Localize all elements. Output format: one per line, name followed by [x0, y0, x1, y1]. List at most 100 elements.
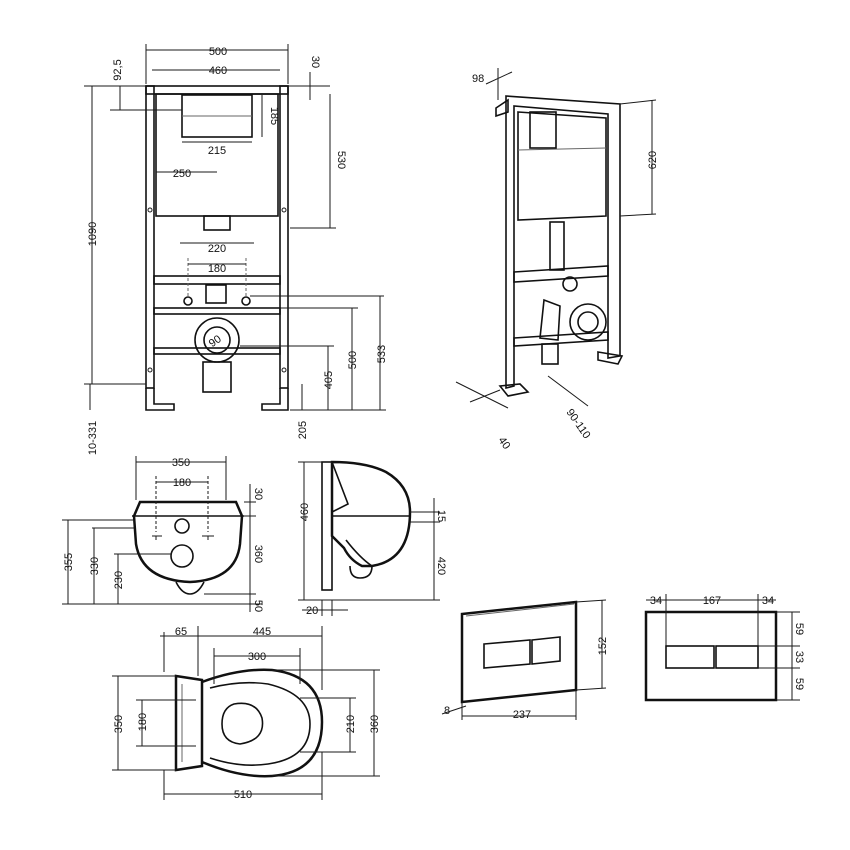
dim-180-front: 180 [173, 477, 191, 489]
dim-167: 167 [703, 595, 721, 607]
dim-205: 205 [297, 421, 309, 439]
dim-152: 152 [597, 637, 609, 655]
dim-250: 250 [173, 168, 191, 180]
dim-180-top: 180 [137, 713, 149, 731]
side-wall-plate [321, 461, 333, 591]
iso-drain-inner [577, 311, 599, 333]
plate-iso-face [460, 600, 578, 704]
iso-water-inlet [562, 276, 578, 292]
iso-crossbar-lower [513, 331, 609, 347]
dim-330: 330 [89, 557, 101, 575]
dim-20: 20 [306, 605, 318, 617]
bowl-front-view: 350 180 30 355 330 230 360 50 [62, 456, 264, 612]
drain-outlet-inner [203, 326, 231, 354]
dim-90: 90 [207, 333, 224, 350]
bowl-side-view: 460 15 420 20 [298, 460, 447, 617]
dim-350-top: 350 [113, 715, 125, 733]
dim-90-110: 90-110 [564, 407, 593, 441]
frame-crossbar-upper [153, 275, 281, 285]
dim-98: 98 [472, 73, 484, 85]
bowl-drain-top [221, 702, 264, 745]
dim-237: 237 [513, 709, 531, 721]
iso-top-bracket [495, 98, 509, 118]
iso-crossbar-upper [513, 265, 609, 283]
dim-230: 230 [113, 571, 125, 589]
dim-185: 185 [268, 107, 280, 125]
dim-460: 460 [209, 65, 227, 77]
dim-500: 500 [209, 46, 227, 58]
plate-iso-button-right [531, 636, 561, 665]
plate-front-face [644, 610, 778, 702]
frame-top-bar [145, 85, 289, 95]
dim-210: 210 [345, 715, 357, 733]
flush-plate-front: 34 167 34 59 33 59 [644, 594, 805, 702]
dim-360-top: 360 [369, 715, 381, 733]
dim-50: 50 [252, 600, 264, 612]
iso-foot-left [498, 383, 530, 397]
iso-flush-pipe [549, 221, 565, 271]
iso-cistern [517, 111, 607, 221]
foot-left [145, 388, 175, 411]
frame-left-upright [145, 85, 155, 389]
dim-300: 300 [248, 651, 266, 663]
drain-hole [170, 544, 194, 568]
plate-front-button-right [715, 645, 759, 669]
dim-530: 530 [335, 151, 347, 169]
dim-65: 65 [175, 626, 187, 638]
dim-34-right: 34 [762, 595, 774, 607]
dim-350: 350 [172, 457, 190, 469]
flush-pipe [203, 215, 231, 231]
iso-drain-pipe [541, 343, 559, 365]
plate-front-button-left [665, 645, 715, 669]
dim-420: 420 [435, 557, 447, 575]
dim-360-front: 360 [252, 545, 264, 563]
dim-215: 215 [208, 145, 226, 157]
dim-8: 8 [444, 705, 450, 717]
dim-620: 620 [647, 151, 659, 169]
flush-plate-isometric: 152 237 8 [441, 599, 609, 721]
dim-34-left: 34 [650, 595, 662, 607]
iso-foot-right [597, 351, 624, 365]
plate-iso-button-left [483, 639, 531, 669]
dim-59-top: 59 [793, 623, 805, 635]
iso-elbow [539, 298, 561, 341]
foot-right [261, 388, 289, 411]
bowl-top-outline [201, 668, 324, 778]
iso-drain-outer [569, 303, 607, 341]
water-inlet [205, 284, 227, 304]
dim-92-5: 92,5 [112, 59, 124, 80]
stud-right [241, 296, 251, 306]
iso-service-opening [529, 111, 557, 149]
dim-510: 510 [234, 789, 252, 801]
dim-460-side: 460 [299, 503, 311, 521]
dim-40: 40 [496, 435, 513, 452]
dim-10-331: 10-331 [87, 421, 99, 455]
drain-pipe [202, 361, 232, 393]
frame-crossbar-middle [153, 307, 281, 315]
dim-1090: 1090 [87, 222, 99, 246]
bowl-top-view: 65 445 300 350 180 210 360 510 [112, 626, 381, 801]
dim-500-right: 500 [347, 351, 359, 369]
dim-33: 33 [793, 651, 805, 663]
top-wall-flange [174, 674, 204, 772]
frame-front-view: 500 460 92,5 30 185 215 250 530 1090 10-… [84, 44, 388, 455]
frame-isometric-view: 98 620 40 90-110 [455, 68, 659, 452]
iso-frame-outline [505, 95, 621, 390]
frame-crossbar-lower [153, 347, 281, 355]
dim-15: 15 [435, 510, 447, 522]
dim-355: 355 [63, 553, 75, 571]
frame-right-upright [279, 85, 289, 389]
dim-59-bottom: 59 [793, 678, 805, 690]
dim-30: 30 [309, 56, 321, 68]
dim-180: 180 [208, 263, 226, 275]
bowl-front-outline [132, 500, 244, 584]
dim-445: 445 [253, 626, 271, 638]
bolt-hole-center [174, 518, 190, 534]
dim-30-bowl: 30 [252, 488, 264, 500]
dim-533: 533 [376, 345, 388, 363]
bowl-side-outline [330, 460, 412, 568]
stud-left [183, 296, 193, 306]
dim-405: 405 [323, 371, 335, 389]
